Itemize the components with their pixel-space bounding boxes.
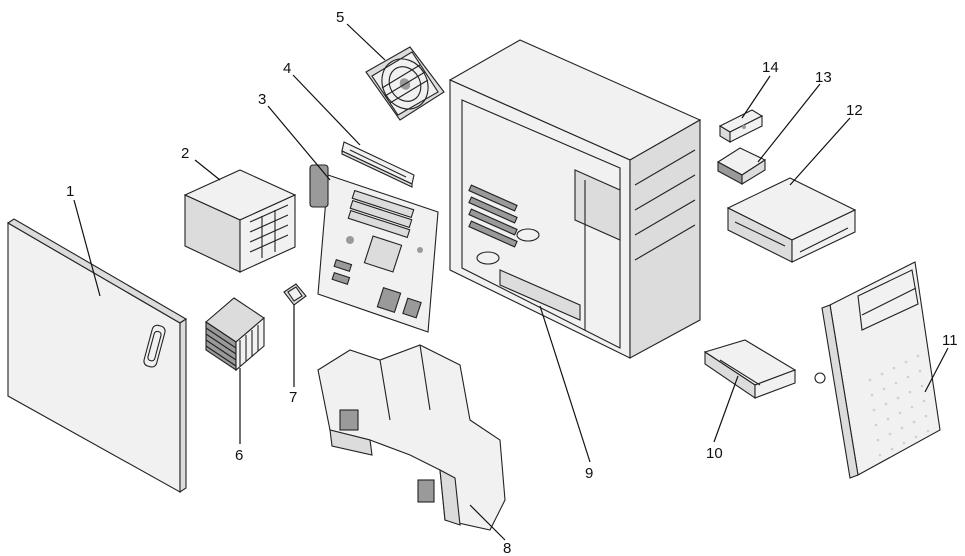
callout-4: 4 bbox=[283, 60, 291, 77]
psu-vent-grid bbox=[249, 204, 289, 258]
callout-5: 5 bbox=[336, 9, 344, 26]
leader-12 bbox=[789, 117, 851, 186]
callout-6: 6 bbox=[235, 447, 243, 464]
callout-14: 14 bbox=[762, 59, 779, 76]
chassis-drive-bays bbox=[634, 149, 696, 261]
callout-3: 3 bbox=[258, 91, 266, 108]
part-system-board bbox=[309, 164, 439, 333]
part-memory-module bbox=[341, 141, 415, 188]
callout-1: 1 bbox=[66, 183, 74, 200]
part-front-panel-assembly bbox=[718, 109, 764, 143]
leader-lines bbox=[73, 23, 949, 541]
callout-13: 13 bbox=[815, 69, 832, 86]
callout-12: 12 bbox=[846, 102, 863, 119]
chassis-expansion-slots bbox=[468, 184, 518, 248]
part-side-cover bbox=[6, 218, 188, 494]
callout-7: 7 bbox=[289, 389, 297, 406]
bezel-vent-holes bbox=[868, 354, 930, 457]
part-optical-drive bbox=[726, 177, 857, 263]
callout-10: 10 bbox=[706, 445, 723, 462]
leader-13 bbox=[757, 83, 821, 163]
callout-9: 9 bbox=[585, 465, 593, 482]
part-bracket bbox=[716, 147, 767, 185]
leader-14 bbox=[741, 75, 771, 119]
part-fan bbox=[365, 46, 445, 121]
leader-5 bbox=[346, 23, 386, 61]
leader-3 bbox=[267, 105, 331, 181]
leader-2 bbox=[194, 159, 221, 181]
leader-11 bbox=[924, 347, 949, 393]
callout-labels: 1 2 3 4 5 6 7 8 9 10 11 12 13 14 bbox=[66, 9, 958, 556]
part-microprocessor bbox=[283, 283, 307, 306]
fan-grill bbox=[381, 64, 429, 104]
part-power-supply bbox=[183, 169, 297, 273]
part-heat-sink bbox=[205, 297, 265, 372]
leader-4 bbox=[292, 74, 361, 146]
part-chassis bbox=[448, 39, 702, 359]
part-air-baffle bbox=[317, 344, 506, 531]
leader-1 bbox=[73, 199, 101, 297]
leader-8 bbox=[469, 504, 506, 541]
callout-11: 11 bbox=[942, 332, 958, 349]
leader-9 bbox=[539, 305, 591, 463]
part-front-bezel bbox=[814, 261, 941, 479]
leader-10 bbox=[713, 375, 739, 443]
part-hard-disk-drive bbox=[703, 339, 797, 400]
callout-2: 2 bbox=[181, 145, 189, 162]
callout-8: 8 bbox=[503, 540, 511, 556]
